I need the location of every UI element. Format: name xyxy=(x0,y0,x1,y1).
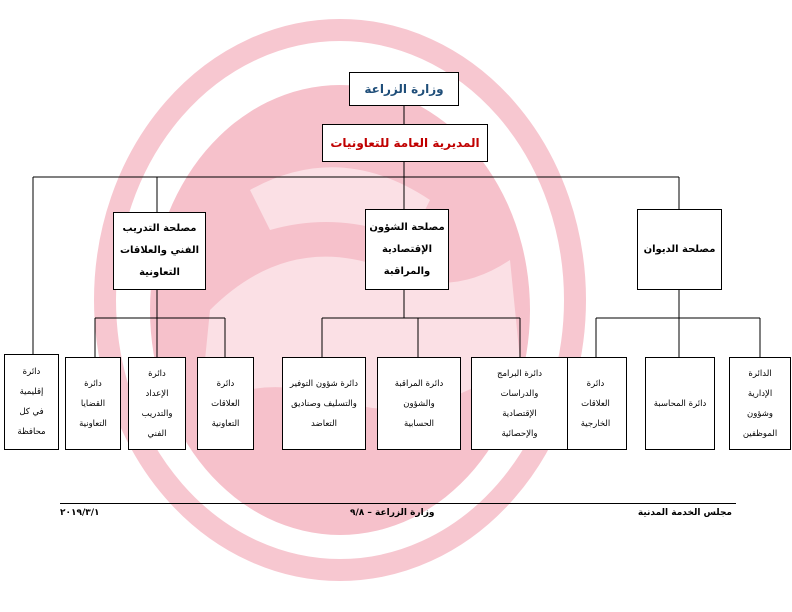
general-directorate-box: المديرية العامة للتعاونيات xyxy=(322,124,488,162)
footer-council: مجلس الخدمة المدنية xyxy=(637,508,732,518)
ministry-box: وزارة الزراعة xyxy=(349,72,459,106)
department-economic-box: مصلحة الشؤون الإقتصادية والمراقبة xyxy=(365,209,449,290)
directorate-regional-box: دائرة إقليمية في كل محافظة xyxy=(4,354,59,450)
directorate-training-box: دائرة الإعداد والتدريب الفني xyxy=(128,357,186,450)
department-diwan-box: مصلحة الديوان xyxy=(637,209,722,290)
directorate-external-label: دائرة العلاقات الخارجية xyxy=(580,378,611,429)
directorate-admin-staff-box: الدائرة الإدارية وشؤون الموظفين xyxy=(729,357,791,450)
directorate-monitoring-label: دائرة المراقبة والشؤون الحسابية xyxy=(394,378,444,429)
directorate-admin-staff-label: الدائرة الإدارية وشؤون الموظفين xyxy=(742,368,778,439)
directorate-accounting-label: دائرة المحاسبة xyxy=(653,398,707,409)
directorate-regional-label: دائرة إقليمية في كل محافظة xyxy=(17,367,46,437)
directorate-savings-box: دائرة شؤون التوفير والتسليف وصناديق التع… xyxy=(282,357,366,450)
directorate-coop-relations-box: دائرة العلاقات التعاونية xyxy=(197,357,254,450)
directorate-programs-box: دائرة البرامج والدراسات الإقتصادية والإح… xyxy=(471,357,568,450)
directorate-programs-label: دائرة البرامج والدراسات الإقتصادية والإح… xyxy=(497,368,542,439)
footer-date: ٢٠١٩/٣/١ xyxy=(60,508,100,518)
department-training-box: مصلحة التدريب الفني والعلاقات التعاونية xyxy=(113,212,206,290)
department-training-label: مصلحة التدريب الفني والعلاقات التعاونية xyxy=(119,223,200,278)
directorate-coop-issues-label: دائرة القضايا التعاونية xyxy=(79,378,107,429)
general-directorate-label: المديرية العامة للتعاونيات xyxy=(330,136,480,150)
directorate-monitoring-box: دائرة المراقبة والشؤون الحسابية xyxy=(377,357,461,450)
department-diwan-label: مصلحة الديوان xyxy=(643,243,716,255)
directorate-external-box: دائرة العلاقات الخارجية xyxy=(564,357,627,450)
directorate-accounting-box: دائرة المحاسبة xyxy=(645,357,715,450)
ministry-label: وزارة الزراعة xyxy=(364,82,444,96)
footer-divider xyxy=(60,503,736,504)
directorate-savings-label: دائرة شؤون التوفير والتسليف وصناديق التع… xyxy=(289,378,359,429)
directorate-coop-issues-box: دائرة القضايا التعاونية xyxy=(65,357,121,450)
directorate-coop-relations-label: دائرة العلاقات التعاونية xyxy=(211,378,240,429)
department-economic-label: مصلحة الشؤون الإقتصادية والمراقبة xyxy=(369,221,445,277)
footer-page-ref: وزارة الزراعة – ٩/٨ xyxy=(350,508,435,518)
directorate-training-label: دائرة الإعداد والتدريب الفني xyxy=(141,368,173,439)
